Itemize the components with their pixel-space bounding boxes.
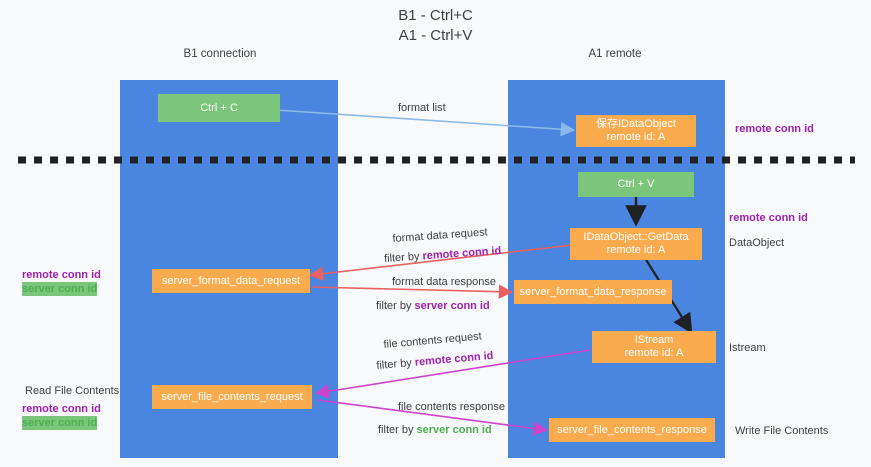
filter-prefix-1: filter by [383,250,423,266]
filter-prefix-2: filter by [376,300,415,312]
annotation-left-remote-conn-id-2: remote conn id [22,403,101,415]
filter-key-4: server conn id [416,424,492,436]
label-format-data-request: format data request [392,226,489,245]
label-format-data-request-filter: filter by remote conn id [384,244,502,266]
annotation-left-remote-conn-id: remote conn id [22,269,101,281]
filter-key-3: remote conn id [414,349,494,369]
box-ctrl-v[interactable]: Ctrl + V [578,172,694,197]
box-server-format-data-request[interactable]: server_format_data_request [152,269,310,293]
filter-key-2: server conn id [414,300,490,312]
annotation-read-file-contents: Read File Contents [25,385,120,397]
box-save-idataobject[interactable]: 保存IDataObject remote id: A [576,115,696,147]
box-server-file-contents-request[interactable]: server_file_contents_request [152,385,312,409]
box-istream[interactable]: IStream remote id: A [592,331,716,363]
column-header-b1: B1 connection [183,48,257,60]
annotation-write-file-contents: Write File Contents [735,425,829,437]
annotation-istream: Istream [729,342,766,354]
annotation-remote-conn-id-mid: remote conn id [729,212,808,224]
label-format-data-response: format data response [392,276,496,288]
filter-key-1: remote conn id [422,244,502,263]
label-file-contents-request-filter: filter by remote conn id [376,349,494,373]
box-server-format-data-response[interactable]: server_format_data_response [514,280,672,304]
page-title: B1 - Ctrl+C A1 - Ctrl+V [398,7,473,44]
box-idataobject-getdata[interactable]: IDataObject::GetData remote id: A [570,228,702,260]
box-ctrl-c[interactable]: Ctrl + C [158,94,280,122]
annotation-left-server-conn-id: server conn id [22,282,98,296]
annotation-dataobject: DataObject [729,237,785,249]
annotation-left-server-conn-id-2: server conn id [22,416,98,430]
filter-prefix-3: filter by [375,356,416,373]
filter-prefix-4: filter by [378,424,417,436]
label-file-contents-request: file contents request [383,330,483,351]
label-file-contents-response-filter: filter by server conn id [378,423,492,437]
column-header-a1: A1 remote [588,48,642,60]
label-file-contents-response: file contents response [398,401,506,413]
label-format-data-response-filter: filter by server conn id [376,299,490,313]
box-server-file-contents-response[interactable]: server_file_contents_response [549,418,715,442]
annotation-remote-conn-id-top: remote conn id [735,123,814,135]
label-format-list: format list [398,102,446,114]
